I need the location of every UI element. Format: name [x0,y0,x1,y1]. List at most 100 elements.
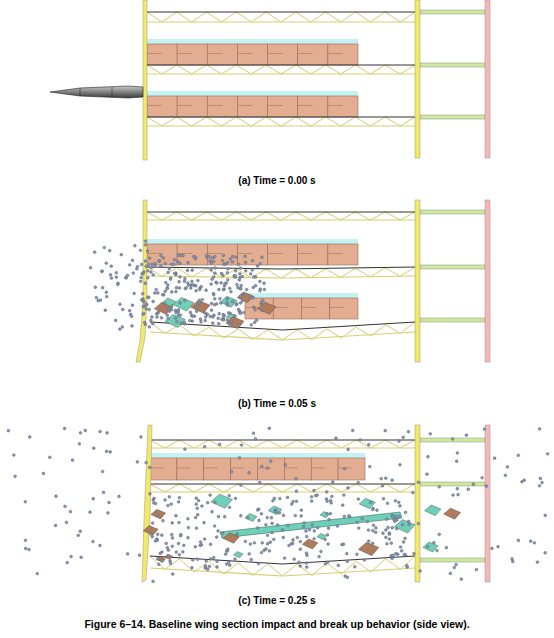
fuel-particle [278,497,281,500]
fuel-particle [237,308,240,311]
fuel-particle [215,536,218,539]
core-column [415,425,420,582]
fuel-particle [261,256,264,259]
contents-line [328,105,343,106]
fuel-particle [455,563,458,566]
fuel-particle [210,262,213,265]
truss-web [150,440,415,448]
fuel-particle [110,265,113,268]
fuel-particle [335,437,338,440]
fuel-particle [226,297,229,300]
panel-label: (a) Time = 0.00 s [0,175,554,186]
fuel-particle [295,477,298,480]
floor-slab [147,65,415,66]
fuel-particle [417,522,420,525]
fuel-particle [177,500,180,503]
fuel-particle [222,254,225,257]
fuel-particle [258,481,261,484]
spandrel-beam [420,210,485,214]
fuel-particle [179,314,182,317]
fuel-particle [257,562,260,565]
contents-line [177,53,192,54]
fuel-particle [167,504,170,507]
fuel-particle [313,489,316,492]
fuel-particle [138,554,141,557]
fuel-particle [402,436,405,439]
fuel-particle [221,532,224,535]
fuel-particle [240,484,243,487]
debris-fragment [191,300,210,313]
fuel-particle [230,320,233,323]
fuel-particle [217,317,220,320]
fuel-particle [326,534,329,537]
fuel-particle [95,296,98,299]
fuel-particle [166,314,169,317]
fuel-particle [225,563,228,566]
fuel-particle [217,322,220,325]
fuel-particle [251,259,254,262]
office-contents [298,244,328,265]
fuel-particle [219,297,222,300]
fuel-particle [170,308,173,311]
fuel-particle [226,278,229,281]
contents-line [298,53,313,54]
fuel-particle [511,558,514,561]
office-contents [207,244,237,265]
debris-fragment [165,554,173,559]
fuel-particle [204,319,207,322]
fuel-particle [346,560,349,563]
fuel-particle [388,533,391,536]
fuel-particle [286,524,289,527]
debris-fragment [165,314,185,327]
fuel-particle [167,554,170,557]
fuel-particle [198,299,201,302]
fuel-particle [445,546,448,549]
fuel-particle [191,566,194,569]
debris-fragment [151,509,166,519]
fuel-particle [101,270,104,273]
fuel-particle [372,524,375,527]
fuel-particle [189,311,192,314]
contents-line [177,467,190,468]
fuel-particle [42,472,45,475]
fuel-particle [230,470,233,473]
contents-line [268,53,283,54]
debris-fragment [237,292,253,302]
fuel-particle [305,530,308,533]
fuel-particle [313,537,316,540]
fuel-particle [152,580,155,583]
contents-line [147,105,162,106]
fuel-particle [305,562,308,565]
fuel-particle [218,288,221,291]
debris-fragment [223,533,239,544]
fuel-particle [236,283,239,286]
fuel-particle [142,313,145,316]
fuel-particle [298,561,301,564]
office-contents [207,96,237,117]
fuel-particle [374,527,377,530]
fuel-particle [170,305,173,308]
fuel-particle [239,312,242,315]
fuel-particle [256,265,259,268]
fuel-particle [104,309,107,312]
fuel-particle [142,312,145,315]
fuel-particle [173,263,176,266]
fuel-particle [229,312,232,315]
fuel-particle [226,304,229,307]
contents-line [147,53,162,54]
fuel-particle [357,481,360,484]
fuel-particle [276,524,279,527]
fuel-particle [185,286,188,289]
debris-fragment [226,317,244,329]
fuel-particle [164,499,167,502]
fuel-particle [195,527,198,530]
fuel-particle [290,543,293,546]
fuel-particle [302,525,305,528]
fuel-particle [263,288,266,291]
fuel-particle [160,534,163,537]
fuel-particle [7,429,10,432]
fuel-particle [222,319,225,322]
office-contents [298,44,328,65]
fuel-particle [228,564,231,567]
fuel-particle [145,303,148,306]
